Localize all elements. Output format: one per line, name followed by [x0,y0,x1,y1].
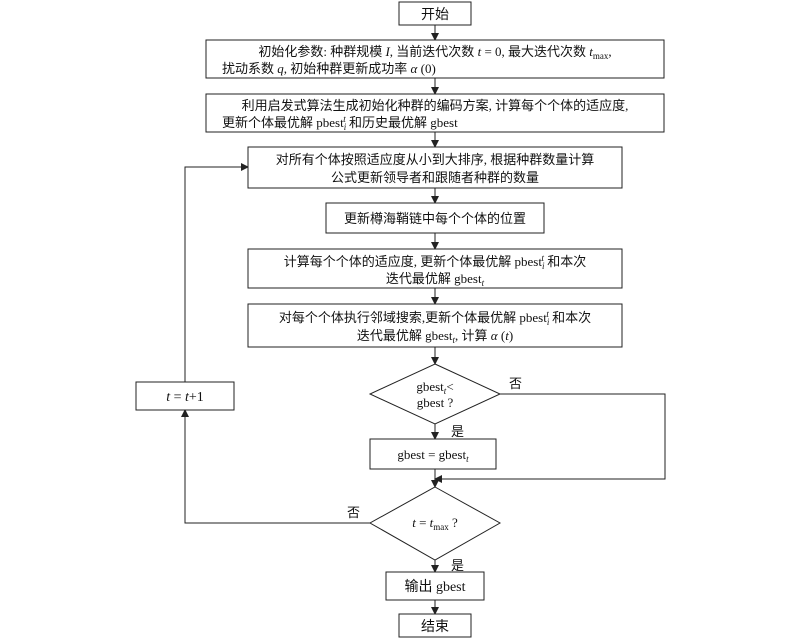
arrow-loop-to-increment [181,409,370,524]
output-label: 输出 gbest [404,579,465,595]
heuristic-line2: 更新个体最优解 pbestit 和历史最优解 gbest [222,114,458,132]
arrow-decision1-no-branch [434,393,666,483]
end-label: 结束 [421,619,449,635]
decision1-no-label: 否 [509,376,522,391]
decision1-yes-label: 是 [451,424,464,439]
arrow-increment-to-sort [184,163,249,382]
decision2-no-label: 否 [347,505,360,520]
init-line2: 扰动系数 q, 初始种群更新成功率 α (0) [222,61,436,76]
end-node [398,613,472,638]
decision1-diamond [368,363,502,425]
start-label: 开始 [421,7,449,23]
sort-node [247,146,623,189]
update-position-node [325,202,545,234]
fitness-node [247,248,623,289]
init-node [205,39,665,79]
init-line1: 初始化参数: 种群规模 I, 当前迭代次数 t = 0, 最大迭代次数 tmax… [258,44,611,61]
decision1-line1: gbestt< [416,379,453,396]
increment-node [135,381,235,411]
fitness-line1: 计算每个个体的适应度, 更新个体最优解 pbestit 和本次 [284,253,587,271]
heuristic-line1: 利用启发式算法生成初始化种群的编码方案, 计算每个个体的适应度, [242,98,629,113]
assign-node [369,438,497,470]
start-node [398,1,472,26]
neighborhood-node [247,303,623,348]
sort-line2: 公式更新领导者和跟随者种群的数量 [331,170,539,185]
output-node [385,571,485,601]
sort-line1: 对所有个体按照适应度从小到大排序, 根据种群数量计算 [276,152,595,167]
neighborhood-line2: 迭代最优解 gbestt, 计算 α (t) [357,328,513,345]
heuristic-node [205,93,665,133]
decision1-line2: gbest ? [417,395,454,410]
assign-label: gbest = gbestt [397,447,469,464]
decision2-yes-label: 是 [451,558,464,573]
decision2-label: t = tmax ? [412,515,458,532]
decision2-diamond [368,486,502,561]
increment-label: t = t+1 [166,390,204,405]
fitness-line2: 迭代最优解 gbestt [386,271,485,288]
update-position-label: 更新樽海鞘链中每个个体的位置 [344,211,526,226]
neighborhood-line1: 对每个个体执行邻域搜索,更新个体最优解 pbestit 和本次 [279,309,591,327]
